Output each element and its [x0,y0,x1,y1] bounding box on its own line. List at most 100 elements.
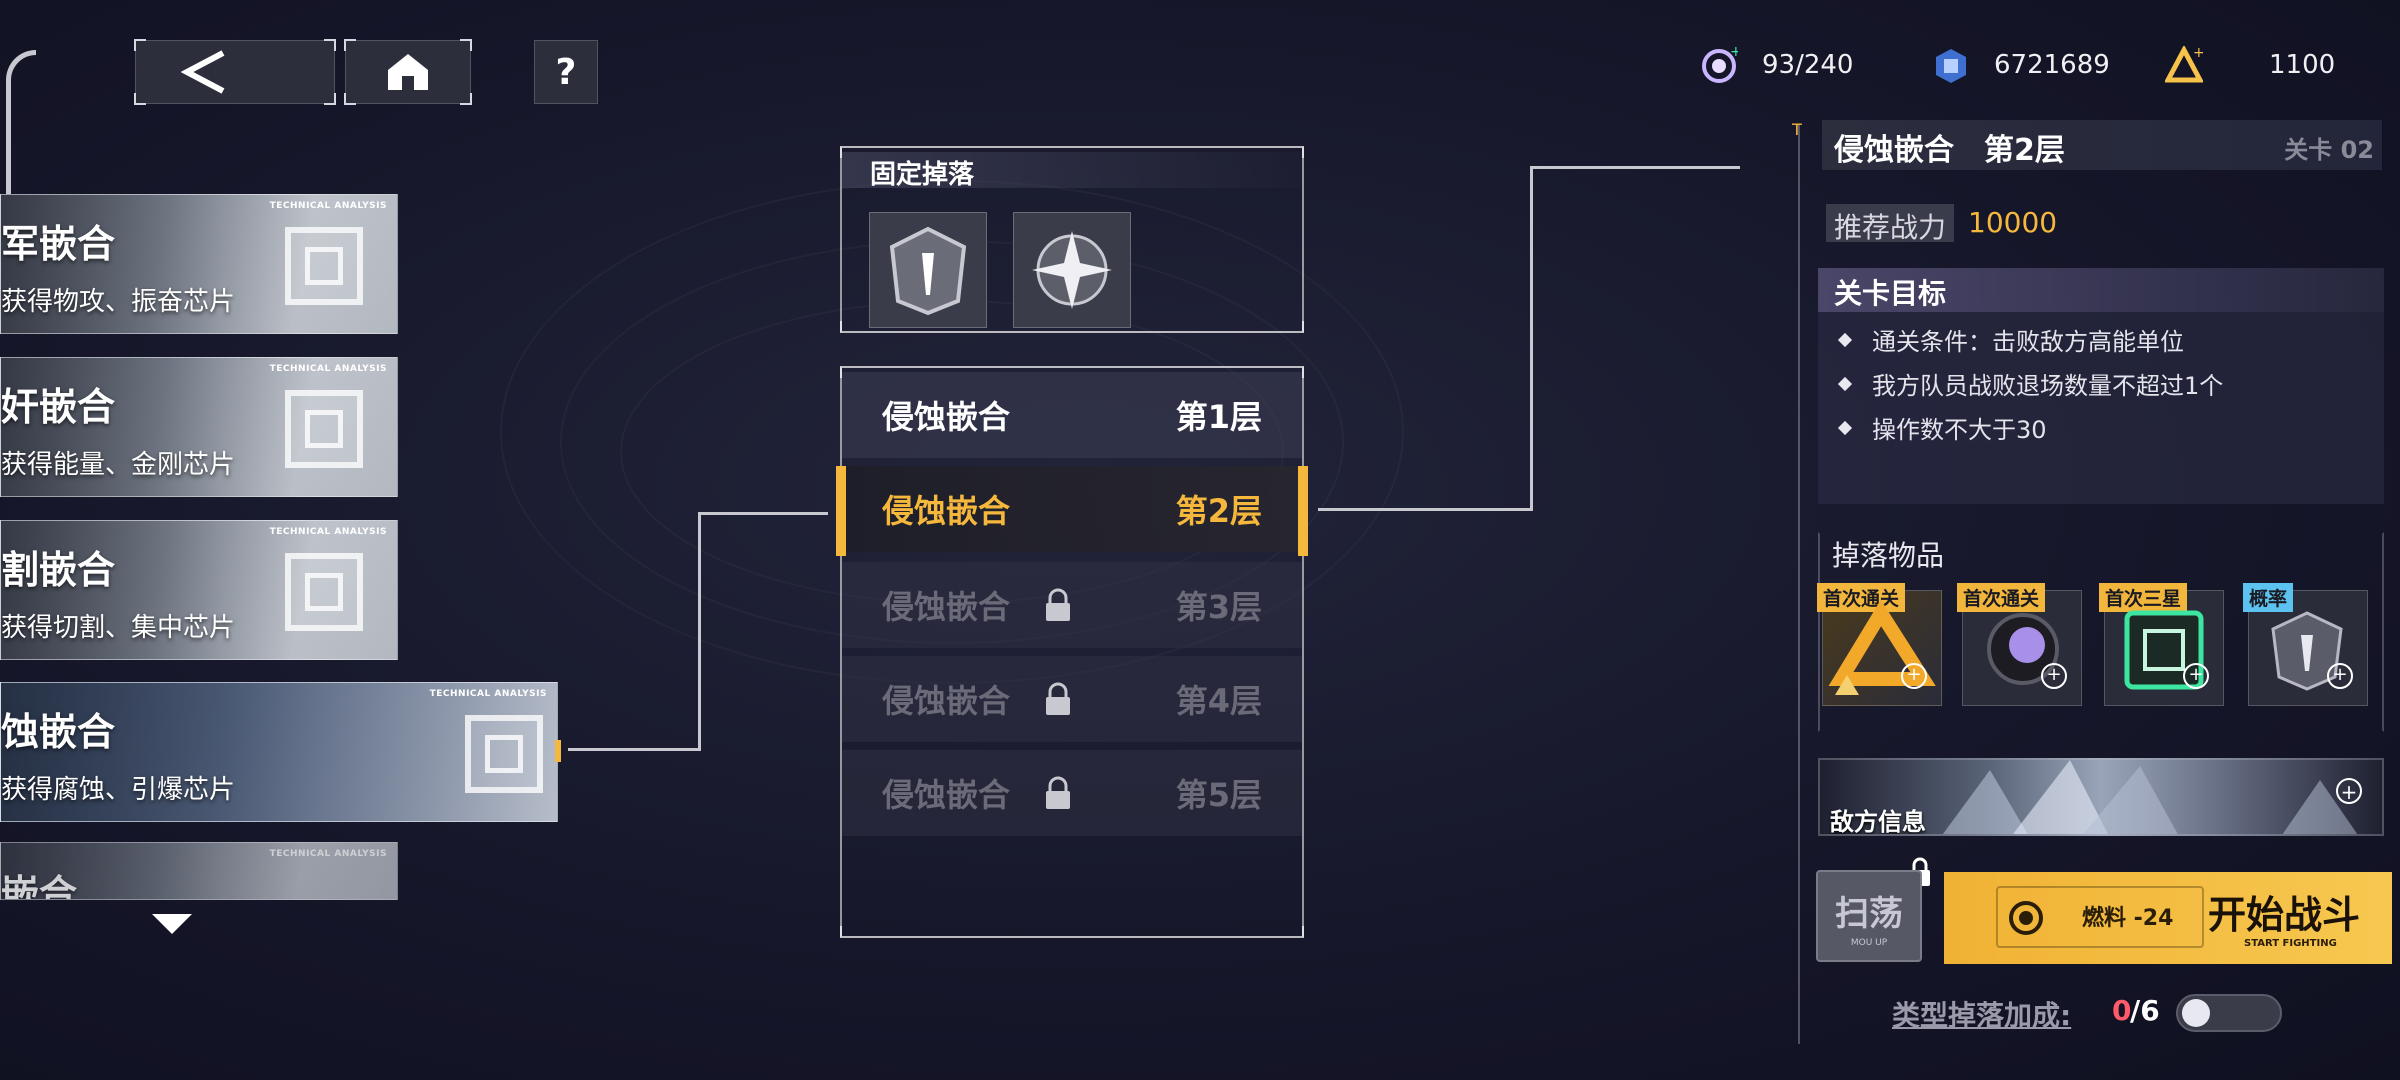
power-label: 推荐战力 [1834,211,1947,244]
card-title: 嵌合 [1,872,78,900]
connector-line [1318,508,1532,511]
drops-panel [1818,532,2384,732]
question-icon: ? [555,51,577,93]
card-title: 奸嵌合 [1,385,116,429]
card-subtitle: 获得能量、金刚芯片 [1,450,236,480]
floor-name: 侵蚀嵌合 [882,776,1011,814]
home-button[interactable] [344,39,472,105]
chip-icon [285,227,363,305]
star-burst-icon [1032,231,1112,309]
resource-energy-value: 93/240 [1762,50,1854,80]
lock-icon [1045,776,1070,809]
card-subtitle: 获得物攻、振奋芯片 [1,287,236,317]
fuel-cost: 燃料 -24 [2082,906,2174,931]
triangle-token-icon: + [2165,46,2203,84]
shield-emblem-icon [889,226,967,316]
svg-text:+: + [2193,46,2203,61]
drop-reward-2[interactable]: 首次通关 + [1957,583,2082,706]
card-tag: TECHNICAL ANALYSIS [429,689,547,699]
objective-text: 通关条件：击败敌方高能单位 [1872,328,2184,356]
gray-emblem-icon [2271,611,2343,691]
floor-level: 第5层 [1175,776,1262,814]
help-button[interactable]: ? [534,40,598,104]
zoom-plus-icon: + [2183,663,2209,689]
back-button[interactable] [134,39,336,105]
floor-item-2-selected[interactable]: 侵蚀嵌合 第2层 [842,466,1302,552]
zoom-plus-icon: + [2336,778,2362,804]
floor-item-1[interactable]: 侵蚀嵌合 第1层 [842,372,1302,458]
connector-line [698,512,701,751]
drop-reward-4[interactable]: 概率 + [2243,583,2368,706]
card-tag: TECHNICAL ANALYSIS [269,201,387,211]
resource-energy[interactable]: + 93/240 [1700,40,1853,90]
lock-icon [1045,588,1070,621]
sweep-label: 扫荡 [1835,894,1903,934]
drop-bonus-label[interactable]: 类型掉落加成: [1892,999,2072,1032]
stage-detail-title: 侵蚀嵌合 [1834,133,1954,168]
stage-card-3[interactable]: TECHNICAL ANALYSIS 割嵌合 获得切割、集中芯片 [0,520,398,660]
start-battle-button[interactable]: 燃料 -24 开始战斗 START FIGHTING [1944,872,2392,964]
floor-level: 第1层 [1175,398,1262,436]
zoom-plus-icon: + [2041,663,2067,689]
sweep-button[interactable]: 扫荡 MOU UP [1816,870,1922,962]
resource-crystal-value: 6721689 [1994,50,2110,80]
drop-item-2[interactable] [1013,212,1131,328]
stage-card-4-selected[interactable]: TECHNICAL ANALYSIS 蚀嵌合 获得腐蚀、引爆芯片 [0,682,558,822]
drop-item-1[interactable] [869,212,987,328]
fixed-drop-label: 固定掉落 [870,160,975,190]
drop-bonus-total: /6 [2130,994,2160,1027]
gold-triangle-icon [1828,599,1936,695]
stage-number: 关卡 02 [2284,136,2374,164]
back-arrow-icon [180,50,225,94]
start-battle-label: 开始战斗 [2208,893,2361,937]
lock-icon [1045,682,1070,715]
power-label-box: 推荐战力 [1826,204,1954,244]
enemy-crystal-art [1942,760,2358,834]
drop-bonus-current: 0 [2112,994,2132,1027]
svg-text:+: + [1730,46,1738,60]
enemy-info-label: 敌方信息 [1830,808,1926,836]
objectives-label: 关卡目标 [1834,277,1947,310]
objective-item-2: 我方队员战败退场数量不超过1个 [1837,366,2224,401]
toggle-knob [2182,999,2210,1027]
resource-token-value: 1100 [2269,50,2336,80]
floor-item-5[interactable]: 侵蚀嵌合 第5层 [842,750,1302,836]
rail-top-mark: T [1792,120,1802,139]
card-tag: TECHNICAL ANALYSIS [269,849,387,859]
objective-text: 我方队员战败退场数量不超过1个 [1872,372,2224,400]
connector-line [698,512,828,515]
drop-tag: 首次三星 [2099,583,2188,612]
objectives-panel: 关卡目标 [1818,268,2384,504]
drop-tag: 概率 [2243,583,2294,612]
home-icon [388,54,428,90]
enemy-info-banner[interactable]: 敌方信息 + [1818,758,2384,836]
objective-text: 操作数不大于30 [1872,416,2047,444]
resource-token[interactable]: + 1100 [2165,40,2335,90]
stage-card-2[interactable]: TECHNICAL ANALYSIS 奸嵌合 获得能量、金刚芯片 [0,357,398,497]
green-chip-icon [2124,610,2204,690]
stage-detail-floor: 第2层 [1984,133,2065,168]
drop-bonus-toggle[interactable] [2176,994,2282,1032]
floor-name: 侵蚀嵌合 [882,588,1011,626]
resource-crystal[interactable]: 6721689 [1932,40,2110,90]
drop-reward-3[interactable]: 首次三星 + [2099,583,2224,706]
fixed-drop-panel: 固定掉落 [840,146,1304,333]
chip-icon [285,390,363,468]
drop-reward-1[interactable]: 首次通关 + [1817,583,1942,706]
floor-item-3[interactable]: 侵蚀嵌合 第3层 [842,562,1302,648]
detail-rail [1798,124,1800,1044]
stage-card-5[interactable]: TECHNICAL ANALYSIS 嵌合 [0,842,398,900]
scroll-down-icon[interactable] [150,912,194,936]
chip-icon [465,715,543,793]
drops-label: 掉落物品 [1832,539,1945,572]
floor-level: 第4层 [1175,682,1262,720]
objective-item-1: 通关条件：击败敌方高能单位 [1837,322,2184,357]
fuel-icon [2009,901,2043,935]
edge-arc-decoration [6,50,36,200]
card-title: 割嵌合 [1,548,116,592]
stage-card-1[interactable]: TECHNICAL ANALYSIS 军嵌合 获得物攻、振奋芯片 [0,194,398,334]
crystal-cube-icon [1932,46,1970,84]
drop-tag: 首次通关 [1957,583,2046,612]
connector-line [1530,166,1740,169]
floor-item-4[interactable]: 侵蚀嵌合 第4层 [842,656,1302,742]
